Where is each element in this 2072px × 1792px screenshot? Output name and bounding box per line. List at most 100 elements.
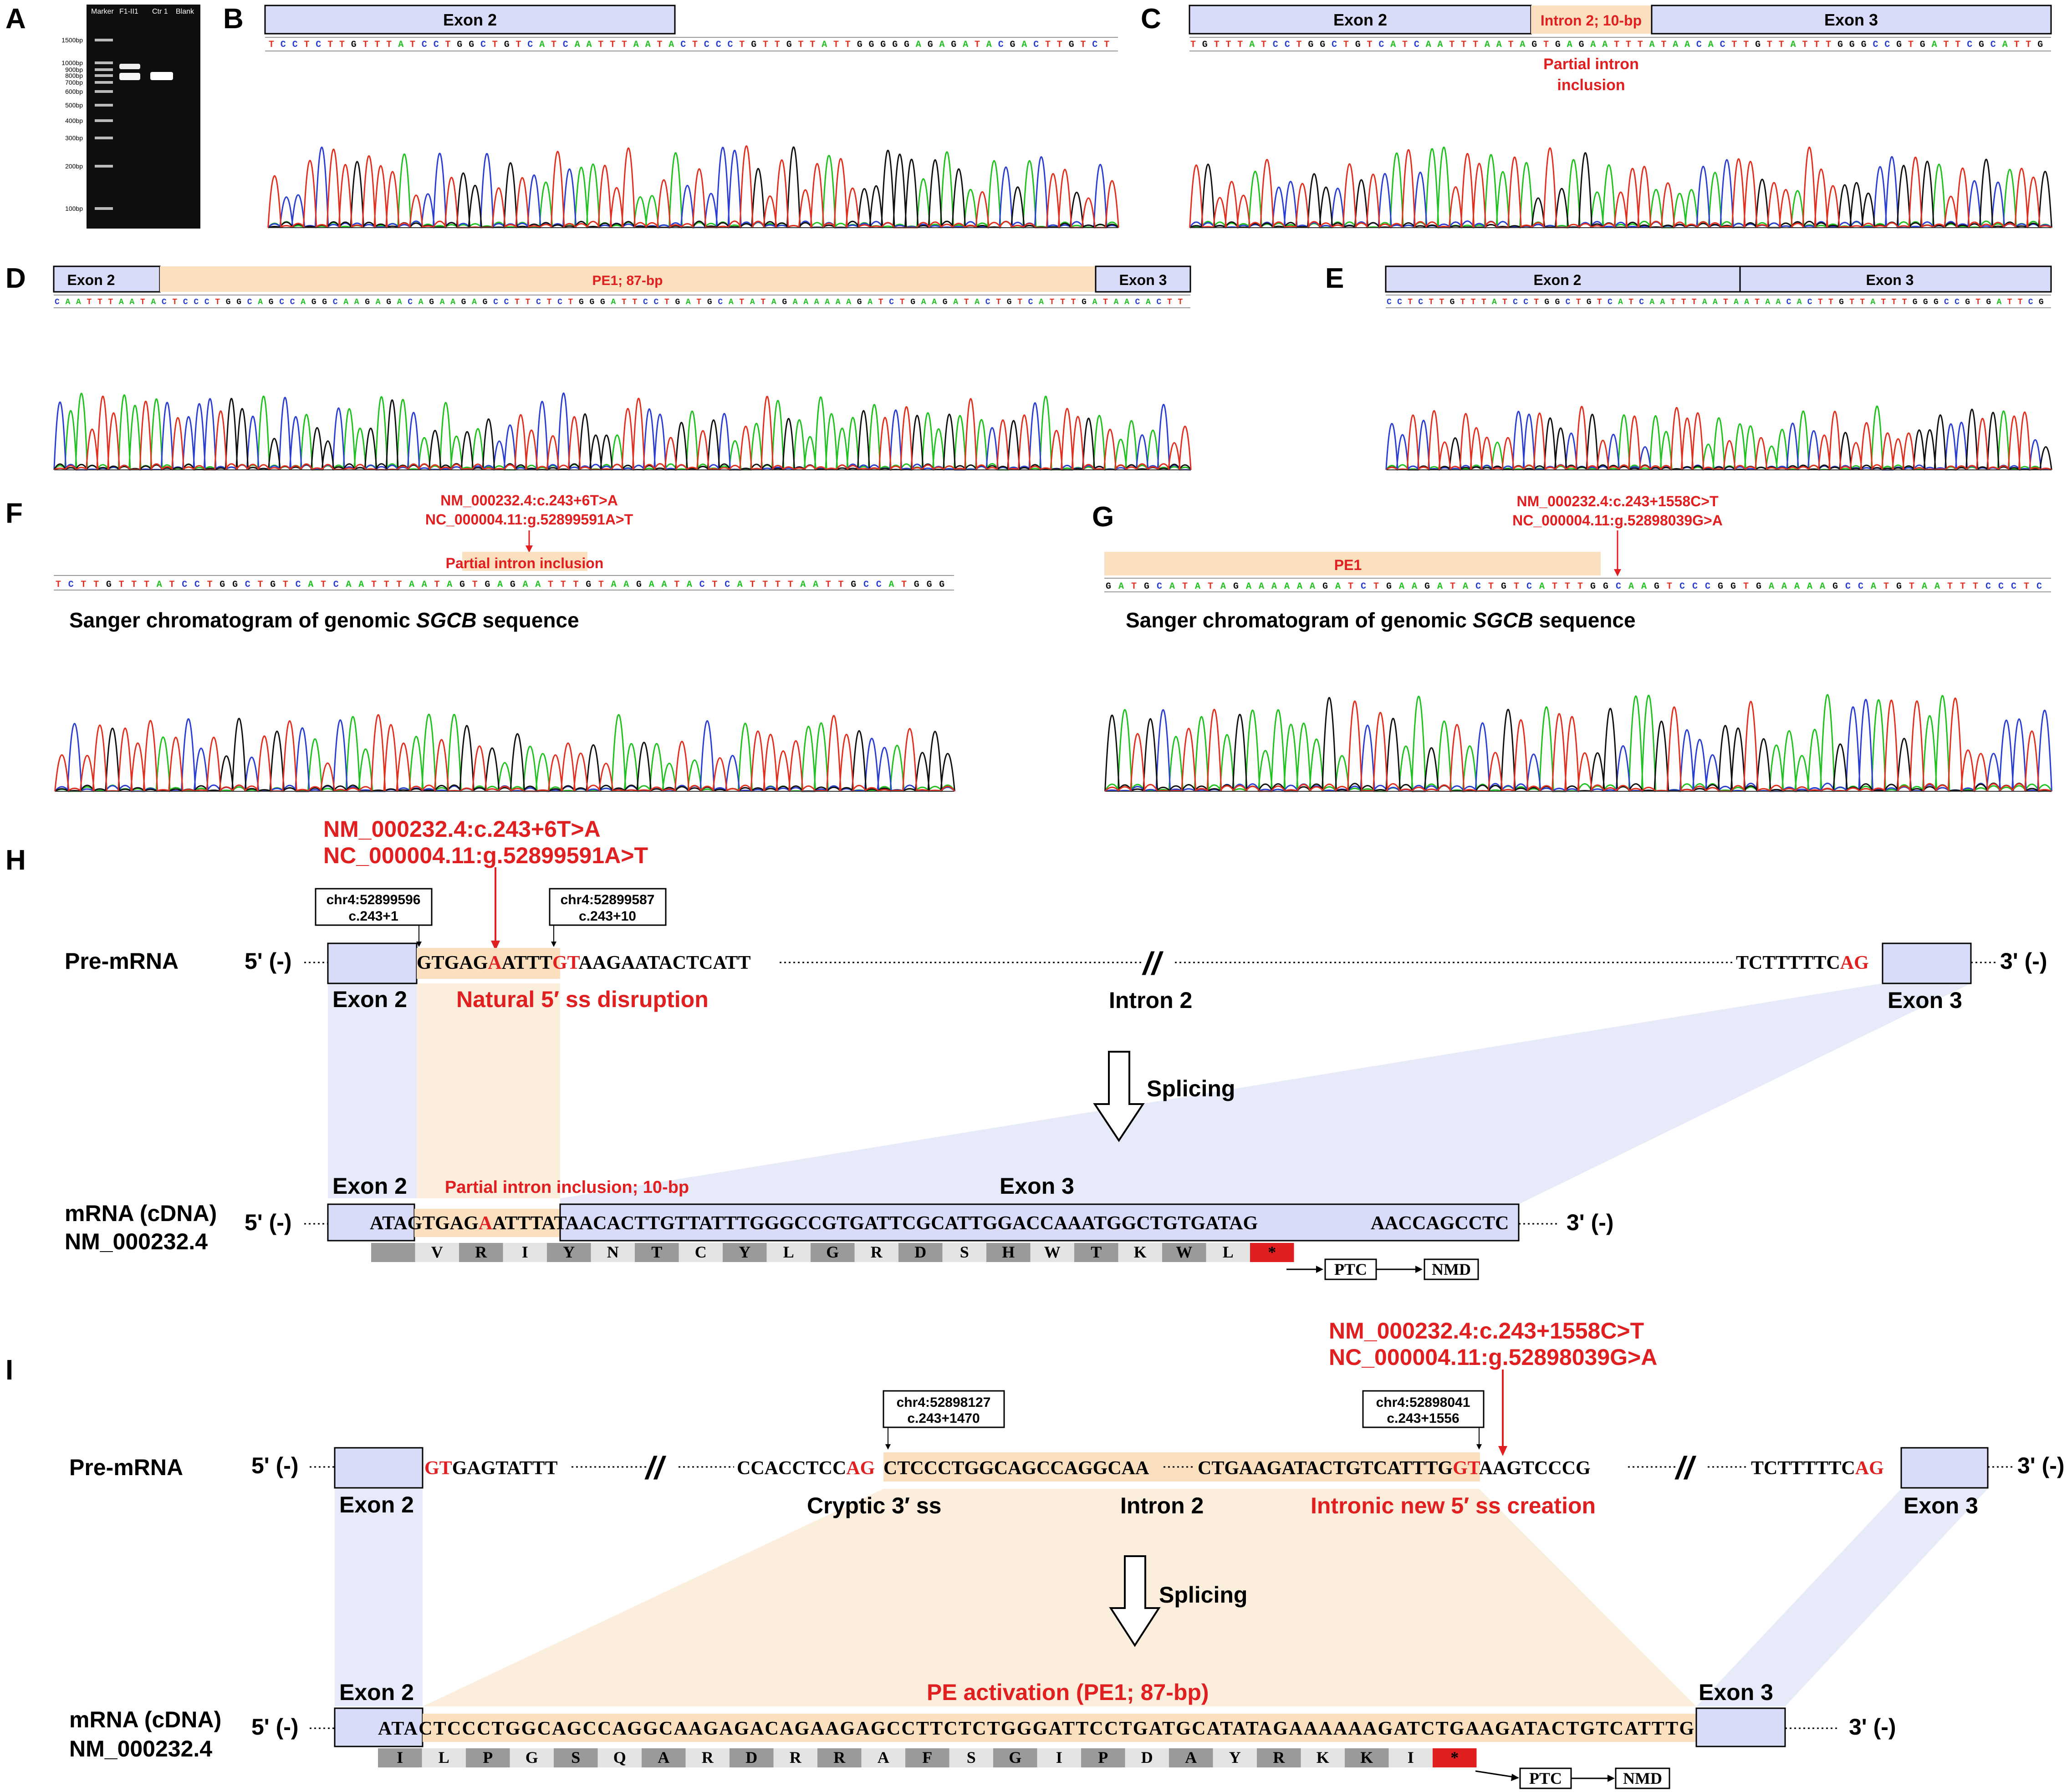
amino-acid-label: *	[1450, 1748, 1459, 1767]
h-nmd-box	[1424, 1258, 1479, 1280]
panel-letter-a: A	[5, 3, 26, 35]
h-coord1-b: c.243+1	[348, 909, 398, 924]
amino-acid-cell	[1301, 1748, 1345, 1767]
amino-acid-cell	[371, 1243, 415, 1262]
g-pe-box	[1104, 552, 1601, 575]
amino-acid-cell	[1213, 1748, 1257, 1767]
f-chromatogram	[54, 713, 955, 792]
amino-acid-label: W	[1044, 1243, 1061, 1261]
amino-acid-cell	[986, 1243, 1031, 1262]
amino-acid-cell	[642, 1748, 686, 1767]
d-exon3-label: Exon 3	[1119, 272, 1167, 288]
i-variant-1: NM_000232.4:c.243+1558C>T	[1329, 1318, 1644, 1344]
amino-acid-cell	[817, 1748, 862, 1767]
amino-acid-label: G	[526, 1748, 538, 1767]
c-note-line1: Partial intron	[1543, 56, 1639, 73]
amino-acid-label: T	[1091, 1243, 1102, 1261]
gel-ladder-band	[95, 104, 113, 107]
amino-acid-cell	[466, 1748, 510, 1767]
amino-acid-label: G	[826, 1243, 839, 1261]
i-premrna-label: Pre-mRNA	[69, 1455, 183, 1480]
panel-letter-f: F	[5, 498, 23, 529]
c-exon2-label: Exon 2	[1333, 10, 1387, 29]
amino-acid-label: W	[1176, 1243, 1192, 1261]
gel-ladder-label: 100bp	[65, 205, 83, 212]
amino-acid-label: *	[1268, 1243, 1276, 1261]
panel-letter-e: E	[1325, 263, 1344, 294]
amino-acid-label: R	[702, 1748, 714, 1767]
i-cryptic-label: Cryptic 3′ ss	[807, 1493, 941, 1518]
amino-acid-cell	[1030, 1243, 1074, 1262]
g-chromatogram	[1104, 694, 2052, 792]
amino-acid-label: A	[658, 1748, 669, 1767]
amino-acid-label: R	[871, 1243, 883, 1261]
amino-acid-label: L	[439, 1748, 449, 1767]
amino-acid-label: H	[1002, 1243, 1015, 1261]
i-mrna-seq: ATACTCCCTGGCAGCCAGGCAAGAGACAGAAGAGCCTTCT…	[378, 1718, 1694, 1739]
amino-acid-label: D	[745, 1748, 757, 1767]
i-exon3-label: Exon 3	[1904, 1493, 1978, 1518]
f-note: Partial intron inclusion	[446, 555, 604, 571]
amino-acid-cell	[378, 1748, 422, 1767]
svg-text://: //	[1142, 946, 1164, 981]
f-caption: Sanger chromatogram of genomic SGCB sequ…	[69, 608, 579, 632]
d-exon2-box	[53, 265, 161, 293]
amino-acid-label: R	[475, 1243, 487, 1261]
h-mrna-seq-end: AACCAGCCTC	[1371, 1213, 1509, 1234]
amino-acid-label: I	[1056, 1748, 1062, 1767]
i-exon2-box	[334, 1447, 424, 1489]
h-coord2-b: c.243+10	[579, 909, 636, 924]
gel-lane-blank: Blank	[176, 8, 194, 15]
gel-ladder-label: 200bp	[65, 163, 83, 170]
gel-lane-f1: F1-II1	[119, 8, 138, 15]
i-premrna-seq-2: CCACCTCCAG	[737, 1458, 875, 1479]
h-variant-1: NM_000232.4:c.243+6T>A	[323, 816, 601, 842]
i-variant-2: NC_000004.11:g.52898039G>A	[1329, 1344, 1657, 1370]
gel-ladder-label: 600bp	[65, 88, 83, 95]
gel-ladder-label: 700bp	[65, 79, 83, 86]
h-mrna-exon2-label: Exon 2	[332, 1173, 407, 1199]
c-intron-label: Intron 2; 10-bp	[1541, 12, 1642, 29]
amino-acid-label: S	[960, 1243, 969, 1261]
amino-acid-label: K	[1317, 1748, 1329, 1767]
h-mrna-label-2: NM_000232.4	[65, 1229, 208, 1254]
f-intron-highlight	[462, 552, 587, 571]
amino-acid-cell	[1125, 1748, 1169, 1767]
i-coord2-b: c.243+1556	[1387, 1411, 1459, 1426]
b-exon2-label: Exon 2	[443, 10, 497, 29]
amino-acid-cell	[898, 1243, 943, 1262]
amino-acid-cell	[1162, 1243, 1206, 1262]
panel-letter-c: C	[1141, 3, 1161, 35]
i-mrna-label-1: mRNA (cDNA)	[69, 1707, 221, 1732]
c-intron-box	[1531, 5, 1652, 34]
amino-acid-cell	[415, 1243, 459, 1262]
h-five-prime: 5' (-)	[245, 948, 292, 974]
amino-acid-cell	[554, 1748, 598, 1767]
h-mrna-five: 5' (-)	[245, 1210, 292, 1235]
i-exon3-box	[1900, 1447, 1989, 1489]
h-mrna-exon2-box	[327, 1203, 415, 1242]
i-intron-label: Intron 2	[1120, 1493, 1204, 1518]
e-chromatogram	[1385, 405, 2052, 471]
svg-text://: //	[1674, 1450, 1696, 1486]
amino-acid-cell	[1345, 1748, 1389, 1767]
amino-acid-label: A	[1185, 1748, 1197, 1767]
amino-acid-label: I	[522, 1243, 528, 1261]
amino-acid-cell	[459, 1243, 503, 1262]
i-premrna-seq-4: CTGAAGATACTGTCATTTGGTAAGTCCCG	[1198, 1458, 1591, 1479]
i-premrna-seq-5: TCTTTTTCAG	[1751, 1458, 1884, 1479]
panel-letter-h: H	[5, 845, 26, 876]
i-coord2-box	[1362, 1390, 1485, 1428]
amino-acid-cell	[1118, 1243, 1162, 1262]
amino-acid-cell	[905, 1748, 949, 1767]
h-variant-2: NC_000004.11:g.52899591A>T	[323, 843, 648, 868]
amino-acid-cell	[1074, 1243, 1118, 1262]
i-coord1-b: c.243+1470	[907, 1411, 980, 1426]
amino-acid-cell	[773, 1748, 817, 1767]
gel-ladder-label: 400bp	[65, 117, 83, 124]
amino-acid-label: Y	[739, 1243, 750, 1261]
